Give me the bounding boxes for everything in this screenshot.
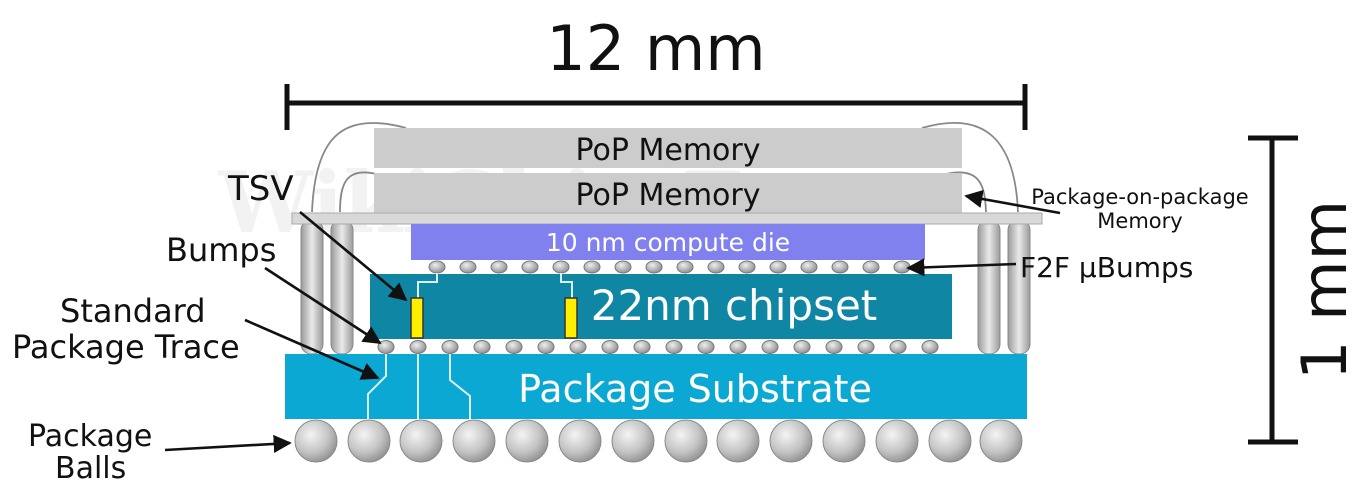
pillar bbox=[1007, 219, 1031, 355]
bump bbox=[377, 340, 395, 354]
bump bbox=[409, 340, 427, 354]
pop-arrow bbox=[964, 189, 1061, 215]
bumps-row bbox=[377, 340, 939, 354]
tsv-right bbox=[564, 297, 578, 339]
package-ball bbox=[558, 419, 602, 463]
package-balls-arrow bbox=[164, 434, 292, 454]
bump bbox=[505, 340, 523, 354]
package-ball bbox=[822, 419, 866, 463]
width-label: 12 mm bbox=[546, 12, 765, 85]
bumps-arrow bbox=[264, 266, 382, 345]
pop-memory-top: PoP Memory bbox=[374, 128, 962, 168]
micro-bump bbox=[831, 260, 849, 274]
package-substrate: Package Substrate bbox=[285, 354, 1027, 419]
package-ball bbox=[505, 419, 549, 463]
micro-bump bbox=[738, 260, 756, 274]
f2f-bumps-row bbox=[428, 260, 911, 274]
callout-arrows bbox=[164, 189, 1061, 454]
micro-bump bbox=[490, 260, 508, 274]
pop-memory-bottom: PoP Memory bbox=[374, 173, 962, 213]
bump bbox=[665, 340, 683, 354]
package-ball bbox=[347, 419, 391, 463]
bump bbox=[633, 340, 651, 354]
bump bbox=[473, 340, 491, 354]
pillar bbox=[300, 219, 324, 355]
width-dimension: 12 mm bbox=[284, 12, 1028, 130]
standard-trace-label-line1: Standard bbox=[60, 292, 206, 330]
bump bbox=[857, 340, 875, 354]
package-balls-label-line2: Balls bbox=[55, 451, 126, 486]
package-balls-row bbox=[294, 419, 1023, 463]
bump bbox=[729, 340, 747, 354]
bump bbox=[537, 340, 555, 354]
package-ball bbox=[979, 419, 1023, 463]
standard-trace-label-line2: Package Trace bbox=[12, 328, 240, 366]
height-dimension: 1 mm bbox=[1248, 135, 1360, 445]
micro-bump bbox=[676, 260, 694, 274]
micro-bump bbox=[583, 260, 601, 274]
bump bbox=[697, 340, 715, 354]
micro-bump bbox=[862, 260, 880, 274]
bump bbox=[921, 340, 939, 354]
substrate-label: Package Substrate bbox=[518, 367, 872, 411]
pop-memory-bottom-label: PoP Memory bbox=[575, 178, 760, 213]
bump bbox=[601, 340, 619, 354]
micro-bump bbox=[769, 260, 787, 274]
micro-bump bbox=[552, 260, 570, 274]
bumps-label: Bumps bbox=[166, 231, 276, 269]
package-ball bbox=[716, 419, 760, 463]
package-ball bbox=[399, 419, 443, 463]
height-label: 1 mm bbox=[1288, 200, 1360, 380]
pop-label-line1: Package-on-package bbox=[1031, 185, 1248, 209]
pop-memory-top-label: PoP Memory bbox=[575, 133, 760, 168]
package-ball bbox=[611, 419, 655, 463]
micro-bump bbox=[800, 260, 818, 274]
chipset-die: 22nm chipset bbox=[370, 274, 952, 339]
tsv-label: TSV bbox=[227, 169, 294, 209]
compute-die: 10 nm compute die bbox=[411, 224, 925, 260]
package-ball bbox=[928, 419, 972, 463]
micro-bump bbox=[893, 260, 911, 274]
bump bbox=[441, 340, 459, 354]
package-ball bbox=[875, 419, 919, 463]
package-traces bbox=[367, 354, 471, 419]
pillar bbox=[977, 219, 1001, 355]
f2f-bumps-label: F2F µBumps bbox=[1020, 251, 1193, 284]
bump bbox=[569, 340, 587, 354]
chipset-label: 22nm chipset bbox=[591, 281, 878, 330]
micro-bump bbox=[459, 260, 477, 274]
micro-bump bbox=[707, 260, 725, 274]
micro-bump bbox=[645, 260, 663, 274]
tsv-left bbox=[410, 297, 424, 339]
compute-die-label: 10 nm compute die bbox=[546, 228, 790, 257]
tsv-arrow bbox=[299, 210, 408, 302]
tsv-routing bbox=[417, 273, 573, 298]
bump bbox=[889, 340, 907, 354]
bump bbox=[761, 340, 779, 354]
pop-label-line2: Memory bbox=[1097, 209, 1182, 233]
micro-bump bbox=[614, 260, 632, 274]
bump bbox=[825, 340, 843, 354]
bump bbox=[793, 340, 811, 354]
package-balls-label-line1: Package bbox=[28, 419, 152, 454]
package-ball bbox=[664, 419, 708, 463]
standard-trace-arrow bbox=[244, 318, 380, 380]
wire-bonds bbox=[311, 122, 1019, 213]
micro-bump bbox=[428, 260, 446, 274]
f2f-bumps-arrow bbox=[906, 258, 1017, 277]
package-ball bbox=[294, 419, 338, 463]
interposer-plate bbox=[291, 212, 1043, 225]
package-ball bbox=[769, 419, 813, 463]
package-ball bbox=[452, 419, 496, 463]
micro-bump bbox=[521, 260, 539, 274]
